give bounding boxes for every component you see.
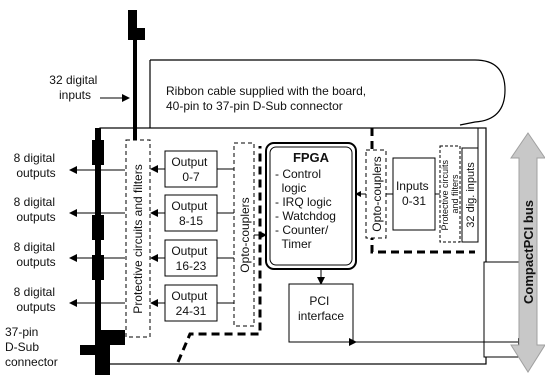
fpga-title: FPGA [293, 150, 330, 165]
ribbon-note: Ribbon cable supplied with the board, 40… [166, 84, 369, 113]
output-boxes: Output 0-7 Output 8-15 Output 16-23 Outp… [164, 150, 218, 322]
optocouplers-right-label: Opto-couplers [370, 156, 384, 231]
fpga-block [265, 142, 357, 270]
ribbon-cable [150, 59, 506, 126]
dig-inputs-label: 32 dig. inputs [465, 162, 477, 228]
d-sub-connector-shape [95, 330, 125, 375]
compactpci-bus-arrow [510, 132, 545, 373]
protective-circuits-right [439, 145, 461, 243]
pci-interface-label: PCI interface [298, 294, 344, 323]
isolation-barrier [176, 146, 262, 363]
output-box-8-15: Output 8-15 [171, 199, 210, 228]
outputs-label-d: 8 digital outputs [14, 285, 59, 314]
output-box-16-23: Output 16-23 [171, 244, 210, 273]
output-to-protective-arrows [150, 165, 234, 307]
output-box-24-31: Output 24-31 [171, 289, 210, 318]
output-labels: 8 digital outputs 8 digital outputs 8 di… [14, 151, 59, 314]
protective-circuits-right-label: Protective circuits and filters [440, 157, 460, 230]
connector-label: 37-pin D-Sub connector [5, 325, 58, 369]
outputs-label-c: 8 digital outputs [14, 240, 59, 269]
protective-circuits-left [125, 139, 151, 338]
output-box-0-7: Output 0-7 [171, 155, 210, 184]
outputs-label-b: 8 digital outputs [14, 195, 59, 224]
protective-circuits-left-label: Protective circuits and filters [131, 164, 145, 313]
dig-inputs-connector [461, 147, 479, 243]
optocouplers-left [233, 142, 255, 327]
front-panel [95, 128, 101, 364]
compactpci-bus-label: CompactPCI bus [521, 200, 536, 304]
digital-inputs-label: 32 digital inputs [49, 73, 100, 102]
output-arrows [69, 166, 125, 307]
fpga-functions: - Control logic - IRQ logic - Watchdog -… [0, 0, 353, 251]
inputs-block [392, 157, 436, 231]
outputs-label-a: 8 digital outputs [14, 151, 59, 180]
pci-interface-block [288, 283, 354, 343]
optocouplers-left-label: Opto-couplers [238, 197, 252, 272]
inputs-label: Inputs 0-31 [396, 179, 432, 208]
